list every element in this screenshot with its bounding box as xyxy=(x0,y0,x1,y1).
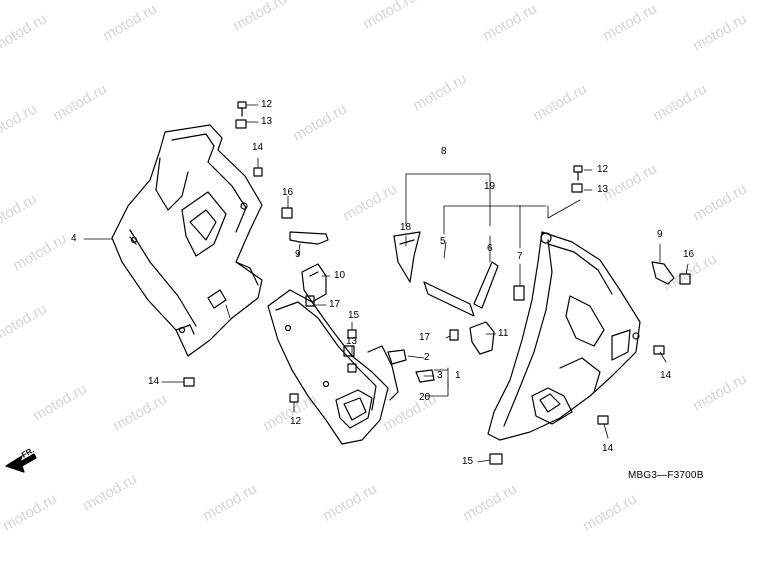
callout-18: 18 xyxy=(400,222,412,233)
right-fairing-panel-part xyxy=(487,231,641,441)
callout-20: 20 xyxy=(419,392,431,403)
callout-14-b: 14 xyxy=(148,376,160,387)
callout-17-a: 17 xyxy=(329,299,341,310)
callout-9-right: 9 xyxy=(657,229,663,240)
callout-16-b: 16 xyxy=(683,249,695,260)
left-lower-panel-part xyxy=(267,289,399,445)
callout-13-a: 13 xyxy=(261,116,273,127)
callout-7: 7 xyxy=(517,251,523,262)
strip-part xyxy=(423,281,475,317)
triangle-fitting-part xyxy=(393,231,421,283)
stay-part-left xyxy=(289,231,329,245)
bracket-part-11 xyxy=(469,321,495,355)
callout-12-b: 12 xyxy=(597,164,609,175)
clip-part xyxy=(387,349,435,383)
callout-5: 5 xyxy=(440,236,446,247)
callout-12-a: 12 xyxy=(261,99,273,110)
left-inner-fairing-part xyxy=(111,124,263,357)
callout-15-b: 15 xyxy=(462,456,474,467)
callout-3: 3 xyxy=(437,370,443,381)
callout-11: 11 xyxy=(498,328,509,339)
callout-13-c: 13 xyxy=(346,336,358,347)
callout-2: 2 xyxy=(424,352,430,363)
diagram-code: MBG3—F3700B xyxy=(628,470,704,481)
bent-bracket-part xyxy=(473,261,499,309)
callout-9-left: 9 xyxy=(295,249,301,260)
callout-14-c: 14 xyxy=(660,370,672,381)
callout-10: 10 xyxy=(334,270,346,281)
callout-14-a: 14 xyxy=(252,142,264,153)
callout-16-a: 16 xyxy=(282,187,294,198)
front-direction-arrow xyxy=(5,453,37,473)
callout-13-b: 13 xyxy=(597,184,609,195)
leader-lines xyxy=(83,104,689,463)
callout-17-b: 17 xyxy=(419,332,431,343)
callout-12-c: 12 xyxy=(290,416,302,427)
callout-1: 1 xyxy=(455,370,461,381)
bracket-part-10 xyxy=(301,263,327,303)
stay-part-right xyxy=(651,261,675,285)
fasteners xyxy=(183,101,691,465)
callout-19: 19 xyxy=(484,181,496,192)
callout-14-d: 14 xyxy=(602,443,614,454)
callout-8: 8 xyxy=(441,146,447,157)
callout-6: 6 xyxy=(487,243,493,254)
callout-15-a: 15 xyxy=(348,310,360,321)
small-block-part xyxy=(513,285,525,301)
callout-4: 4 xyxy=(71,233,77,244)
